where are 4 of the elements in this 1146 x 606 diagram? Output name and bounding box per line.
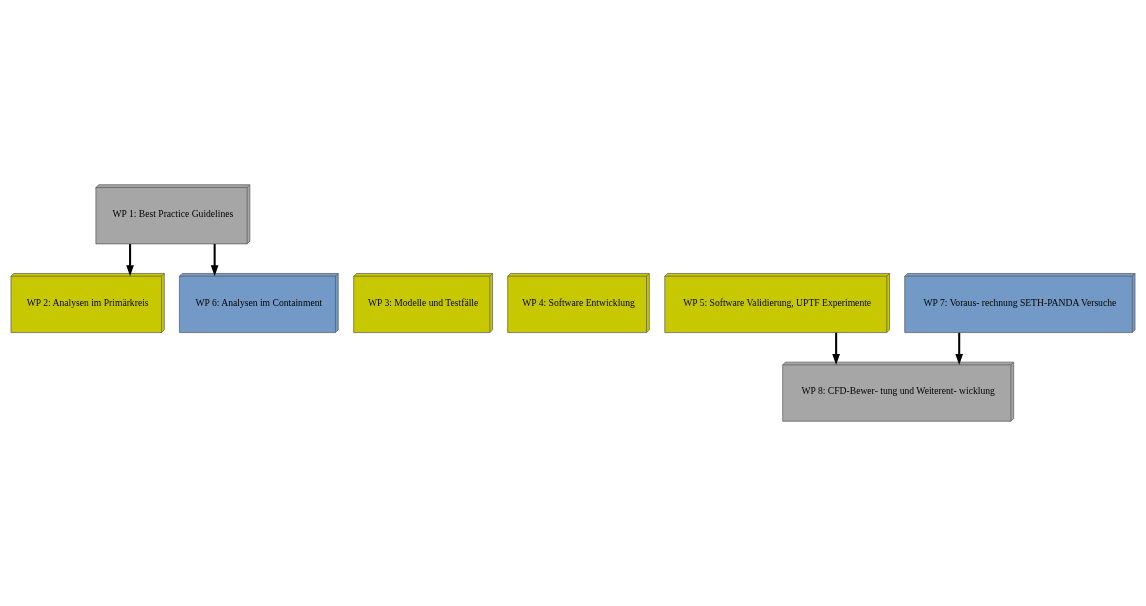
arrow bbox=[210, 244, 219, 277]
arrow bbox=[955, 332, 964, 365]
arrow bbox=[832, 332, 840, 365]
arrow bbox=[126, 244, 134, 277]
